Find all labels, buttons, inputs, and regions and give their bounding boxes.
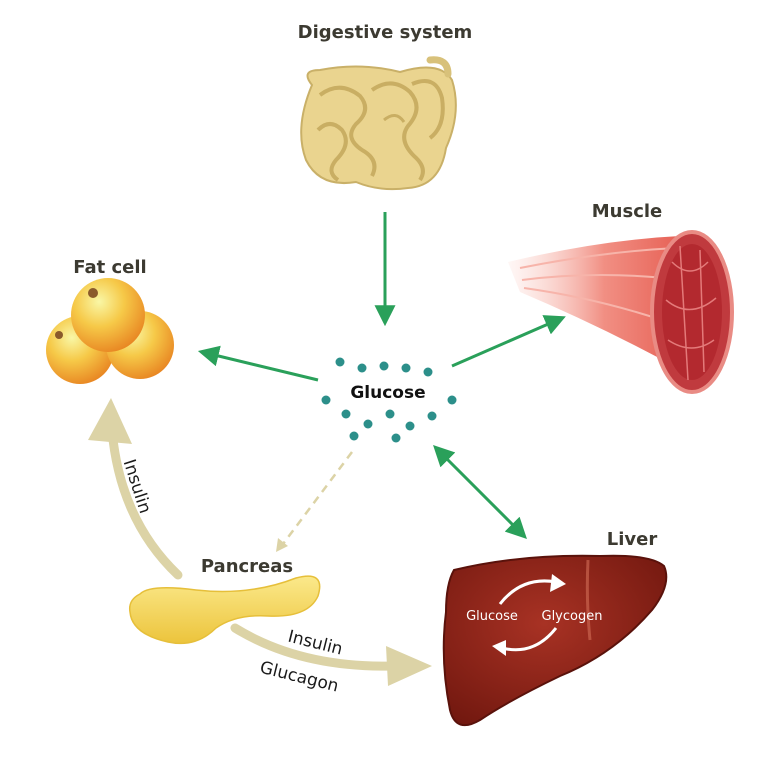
fat-cell-label: Fat cell [73,257,146,278]
digestive-system-label: Digestive system [298,22,473,43]
arrow-glucose-liver-bidirectional [433,445,527,539]
liver-illustration [442,554,668,727]
cycle-arrowhead-top [550,574,566,592]
pancreas-illustration [128,575,321,645]
pancreas-label: Pancreas [201,556,293,577]
dashed-arrow-glucose-to-pancreas [279,451,353,549]
arrow-pancreas-to-fat-cell [88,398,183,580]
dashed-arrow-head [276,538,288,552]
glucose-label: Glucose [350,383,425,403]
muscle-label: Muscle [592,201,663,222]
intestine-illustration [300,56,457,191]
liver-glucose-label: Glucose [466,609,518,624]
muscle-illustration [508,230,734,394]
glucose-glycogen-cycle-icon [498,579,558,652]
glucose-molecules [321,357,457,443]
cycle-arrowhead-bottom [492,640,506,656]
arrow-glucose-to-fat-cell [197,345,319,382]
liver-glycogen-label: Glycogen [542,609,603,624]
arrow-glucose-to-muscle [451,315,566,368]
fat-cell-illustration [46,278,174,384]
liver-label: Liver [607,529,658,550]
arrow-pancreas-to-liver [230,623,432,686]
